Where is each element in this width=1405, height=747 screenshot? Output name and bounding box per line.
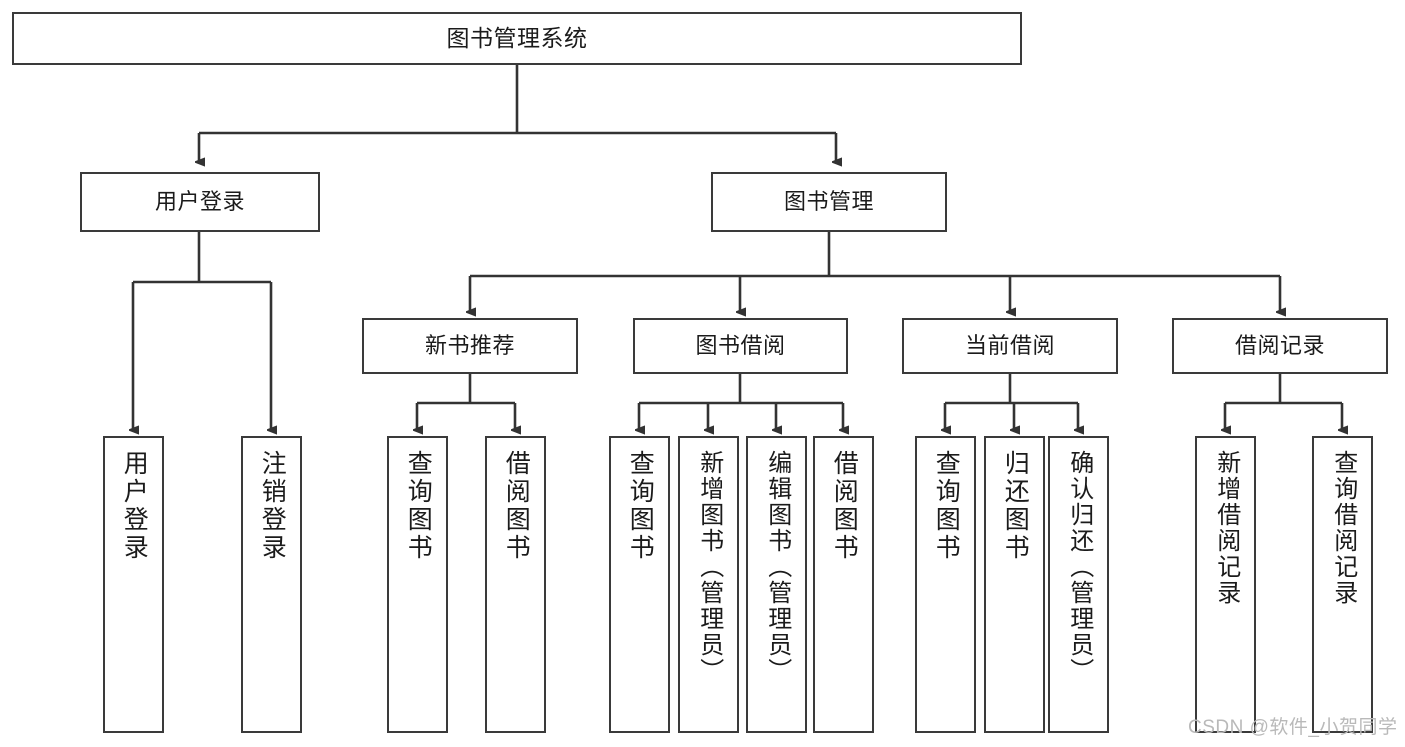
leaf-user-login[interactable]: 用户登录 [103,436,164,733]
leaf-query-book-3-label: 查询图书 [932,450,961,562]
leaf-return-book-label: 归还图书 [1001,450,1030,562]
node-borrow-record-label: 借阅记录 [1234,333,1325,359]
leaf-query-book-3[interactable]: 查询图书 [915,436,976,733]
leaf-borrow-book-1-label: 借阅图书 [502,450,531,562]
leaf-return-book[interactable]: 归还图书 [984,436,1045,733]
leaf-borrow-book-2[interactable]: 借阅图书 [813,436,874,733]
leaf-query-record[interactable]: 查询借阅记录 [1312,436,1373,733]
leaf-add-record-label: 新增借阅记录 [1212,450,1240,606]
node-user-login[interactable]: 用户登录 [80,172,320,232]
leaf-query-book-2[interactable]: 查询图书 [609,436,670,733]
node-book-borrow[interactable]: 图书借阅 [633,318,848,374]
leaf-user-login-label: 用户登录 [120,450,149,562]
leaf-add-record[interactable]: 新增借阅记录 [1195,436,1256,733]
leaf-logout-label: 注销登录 [258,450,287,562]
node-borrow-record[interactable]: 借阅记录 [1172,318,1388,374]
leaf-query-book-2-label: 查询图书 [626,450,655,562]
leaf-confirm-return[interactable]: 确认归还（管理员） [1048,436,1109,733]
node-new-book-rec[interactable]: 新书推荐 [362,318,578,374]
leaf-add-book-label: 新增图书（管理员） [695,450,723,684]
leaf-confirm-return-label: 确认归还（管理员） [1065,450,1093,684]
leaf-edit-book[interactable]: 编辑图书（管理员） [746,436,807,733]
node-root-label: 图书管理系统 [446,24,588,51]
node-book-manage[interactable]: 图书管理 [711,172,947,232]
leaf-logout[interactable]: 注销登录 [241,436,302,733]
node-new-book-rec-label: 新书推荐 [424,333,515,359]
node-current-borrow-label: 当前借阅 [964,333,1055,359]
leaf-borrow-book-1[interactable]: 借阅图书 [485,436,546,733]
node-user-login-label: 用户登录 [154,189,245,215]
watermark: CSDN @软件_小贺同学 [1188,717,1398,738]
node-book-manage-label: 图书管理 [783,189,874,215]
node-book-borrow-label: 图书借阅 [695,333,786,359]
leaf-query-book-1[interactable]: 查询图书 [387,436,448,733]
leaf-borrow-book-2-label: 借阅图书 [830,450,859,562]
leaf-edit-book-label: 编辑图书（管理员） [763,450,791,684]
node-root[interactable]: 图书管理系统 [12,12,1022,65]
leaf-add-book[interactable]: 新增图书（管理员） [678,436,739,733]
node-current-borrow[interactable]: 当前借阅 [902,318,1118,374]
leaf-query-book-1-label: 查询图书 [404,450,433,562]
leaf-query-record-label: 查询借阅记录 [1329,450,1357,606]
